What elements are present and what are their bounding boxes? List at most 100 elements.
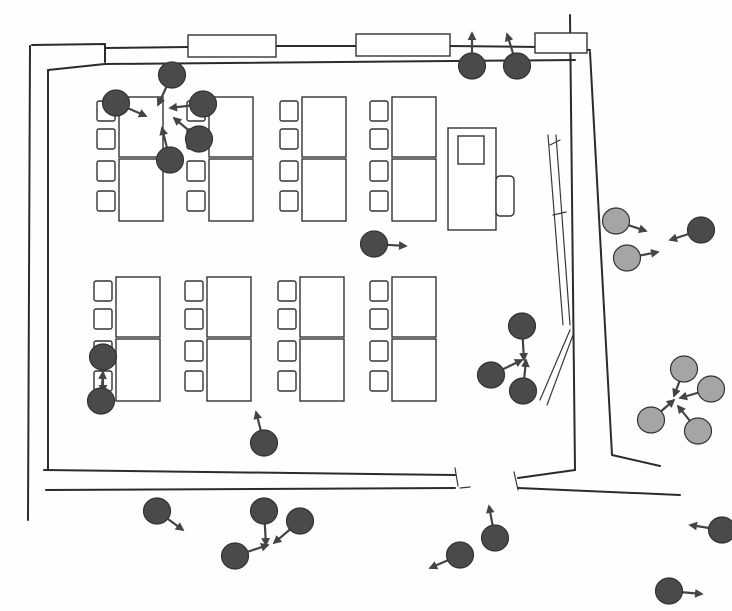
desk-block <box>93 276 161 402</box>
desk-block <box>186 96 254 222</box>
chair <box>184 308 204 330</box>
person-figure <box>476 361 506 389</box>
outer-wall-bottom <box>45 487 681 496</box>
chair <box>96 190 116 212</box>
person-figure <box>86 387 116 415</box>
person-figure <box>612 244 642 272</box>
desk <box>391 276 437 338</box>
person-figure <box>184 125 214 153</box>
person-figure <box>601 207 631 235</box>
person-figure <box>88 343 118 371</box>
outer-wall-top <box>104 45 591 51</box>
person-figure <box>249 429 279 457</box>
person-figure <box>707 516 732 544</box>
chair <box>369 340 389 362</box>
chair <box>369 370 389 392</box>
desk <box>299 338 345 402</box>
desk <box>115 338 161 402</box>
window-2 <box>355 33 451 57</box>
chair <box>277 280 297 302</box>
chair <box>184 340 204 362</box>
person-figure <box>101 89 131 117</box>
chair <box>369 280 389 302</box>
desk-block <box>369 96 437 222</box>
chair <box>369 100 389 122</box>
desk <box>118 158 164 222</box>
chair <box>277 340 297 362</box>
chair <box>184 370 204 392</box>
person-figure <box>507 312 537 340</box>
inner-wall-right <box>569 14 576 471</box>
teacher-chair <box>495 175 515 217</box>
chair <box>369 308 389 330</box>
desk <box>206 338 252 402</box>
chair <box>369 128 389 150</box>
person-figure <box>636 406 666 434</box>
chair <box>279 128 299 150</box>
person-figure <box>249 497 279 525</box>
person-figure <box>359 230 389 258</box>
door-frame-bottom <box>454 467 519 491</box>
windows <box>187 32 588 58</box>
chair <box>96 160 116 182</box>
person-figure <box>155 146 185 174</box>
chair <box>279 100 299 122</box>
whiteboard <box>539 134 574 406</box>
desk <box>301 96 347 158</box>
person-figure <box>220 542 250 570</box>
desk <box>206 276 252 338</box>
window-1 <box>187 34 277 58</box>
person-figure <box>480 524 510 552</box>
person-figure <box>188 90 218 118</box>
teacher-desk-area <box>447 127 515 231</box>
person-figure <box>502 52 532 80</box>
desk <box>391 158 437 222</box>
desk <box>208 158 254 222</box>
people-figures <box>86 31 732 605</box>
desk-block <box>369 276 437 402</box>
inner-wall-bottom <box>43 469 576 479</box>
chair <box>186 160 206 182</box>
person-figure <box>157 61 187 89</box>
chair <box>277 370 297 392</box>
chair <box>277 308 297 330</box>
person-figure <box>445 541 475 569</box>
person-figure <box>142 497 172 525</box>
desk-block <box>96 96 164 222</box>
desk <box>391 338 437 402</box>
teacher-monitor <box>457 135 485 165</box>
person-figure <box>669 355 699 383</box>
person-figure <box>457 52 487 80</box>
desk <box>115 276 161 338</box>
chair <box>96 128 116 150</box>
desk-blocks <box>93 96 437 402</box>
inner-wall-top <box>47 59 576 71</box>
outer-wall-right <box>589 51 661 467</box>
person-figure <box>654 577 684 605</box>
chair <box>93 280 113 302</box>
chair <box>279 190 299 212</box>
desk <box>301 158 347 222</box>
person-figure <box>686 216 716 244</box>
door-threshold <box>459 486 471 489</box>
chair <box>184 280 204 302</box>
chair <box>93 308 113 330</box>
desk-block <box>277 276 345 402</box>
desk <box>299 276 345 338</box>
window-3 <box>534 32 588 54</box>
chair <box>279 160 299 182</box>
whiteboard-board <box>547 134 571 326</box>
desk-block <box>279 96 347 222</box>
whiteboard-lower <box>539 329 574 406</box>
chair <box>369 160 389 182</box>
desk-block <box>184 276 252 402</box>
person-figure <box>508 377 538 405</box>
chair <box>186 190 206 212</box>
room-walls <box>27 14 681 521</box>
person-figure <box>696 375 726 403</box>
desk <box>391 96 437 158</box>
person-figure <box>285 507 315 535</box>
person-figure <box>683 417 713 445</box>
